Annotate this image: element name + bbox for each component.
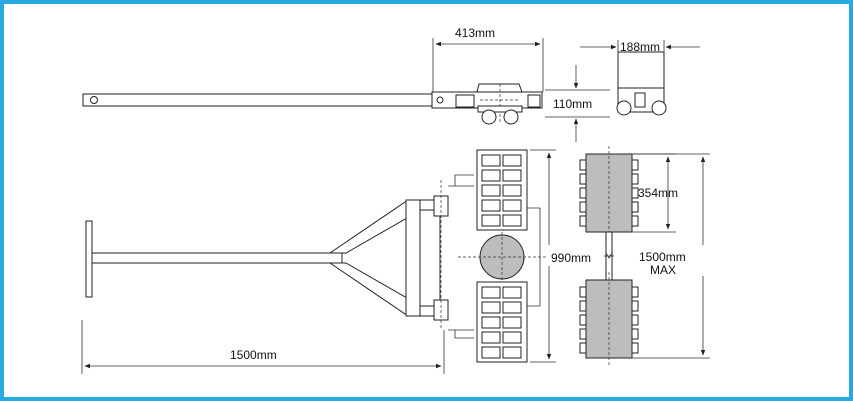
top-view-handle: [85, 174, 474, 339]
fixed-roller-top: [579, 146, 639, 240]
side-turntable-top: [476, 83, 523, 93]
label-1500mm: 1500mm: [230, 348, 277, 362]
dim-413: 413mm: [432, 26, 544, 92]
fixed-roller-bottom: [579, 272, 639, 366]
side-roller-frame: [477, 105, 523, 113]
turntable-disc: [458, 232, 546, 282]
dim-1500-max: 1500mm MAX: [632, 153, 710, 359]
side-handle-bar: [82, 93, 436, 107]
handle-crossbar: [85, 220, 93, 298]
side-slot-left: [455, 94, 475, 108]
dim-110: 110mm: [545, 65, 610, 142]
label-188mm: 188mm: [620, 40, 660, 54]
turntable-roller-top: [476, 149, 528, 231]
label-110mm: 110mm: [553, 97, 592, 111]
handle-frame: [405, 199, 421, 317]
label-354mm: 354mm: [638, 186, 678, 200]
end-window: [634, 92, 646, 108]
dim-1500-handle: 1500mm: [81, 320, 445, 374]
turntable-bracket: [527, 207, 541, 307]
side-roller-right: [503, 109, 519, 125]
end-wheel-left: [616, 100, 632, 116]
dim-354: 354mm: [632, 153, 678, 233]
side-pivot-hole: [436, 96, 444, 104]
side-roller-left: [481, 109, 497, 125]
side-view: [82, 83, 543, 125]
dim-990: 990mm: [530, 149, 591, 363]
label-413mm: 413mm: [455, 26, 495, 40]
turntable-roller-bottom: [476, 281, 528, 363]
end-body-top: [617, 51, 665, 91]
side-slot-right: [527, 94, 541, 108]
end-view: [616, 51, 667, 116]
label-990mm: 990mm: [551, 251, 591, 265]
handle-shaft: [91, 252, 343, 264]
end-wheel-right: [651, 100, 667, 116]
handle-inner-frame: [419, 209, 441, 307]
label-1500mm-max-line1: 1500mm: [639, 250, 686, 264]
dim-188: 188mm: [580, 40, 700, 54]
side-handle-hole: [90, 96, 98, 104]
label-1500mm-max-line2: MAX: [650, 263, 676, 277]
